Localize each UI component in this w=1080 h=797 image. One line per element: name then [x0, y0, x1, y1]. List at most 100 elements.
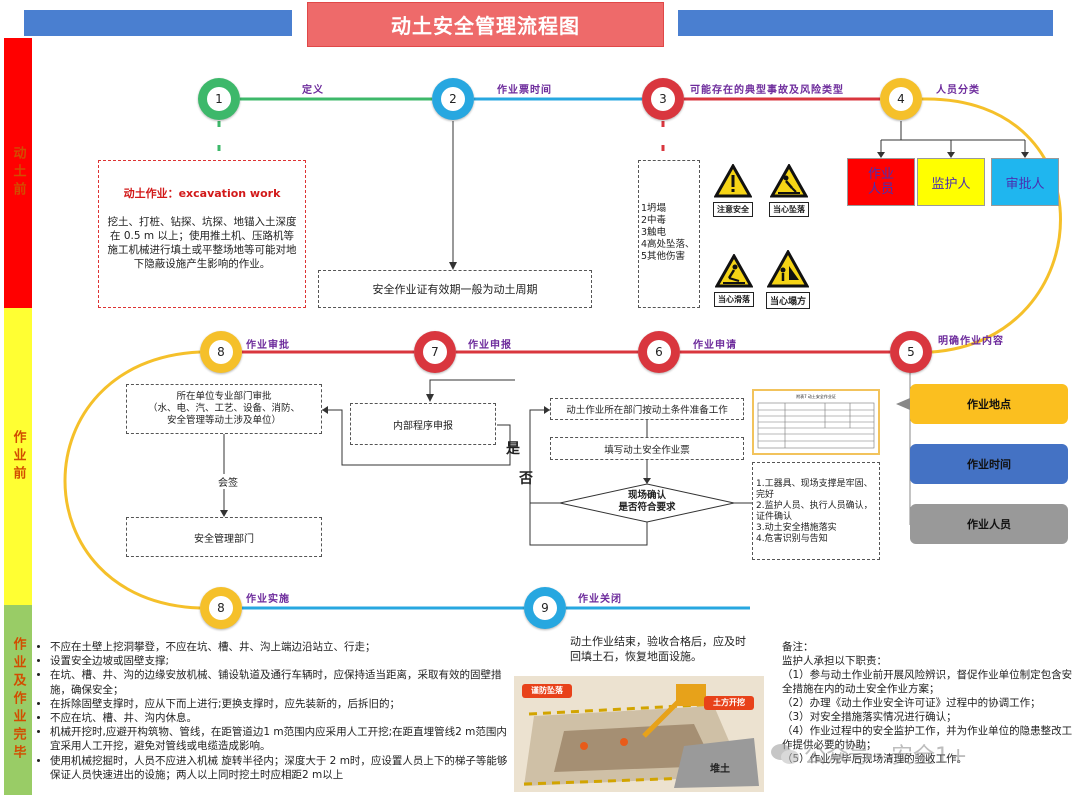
unit-review-box: 所在单位专业部门审批 （水、电、汽、工艺、设备、消防、 安全管理等动土涉及单位） [126, 384, 322, 434]
photo-sign-fall: 谨防坠落 [531, 686, 563, 695]
safety-dept-box: 安全管理部门 [126, 517, 322, 557]
rule-item-6: 机械开挖时,应避开构筑物、管线，在距管道边1 m范围内应采用人工开挖;在距直埋管… [50, 725, 508, 753]
step-node-7[interactable]: 7 [414, 331, 456, 373]
phase-before-label: 作业前 [10, 429, 26, 484]
role-approver-label: 审批人 [1005, 176, 1045, 192]
tag-work-people[interactable]: 作业人员 [910, 504, 1068, 544]
step-node-5[interactable]: 5 [890, 331, 932, 373]
collapse-icon [766, 248, 810, 288]
warning-sign-fall: 当心坠落 [766, 162, 812, 217]
label-implement: 作业实施 [246, 594, 290, 605]
step-node-1-number: 1 [207, 87, 231, 111]
warning-sign-slip: 当心滑落 [712, 252, 756, 307]
tag-work-time[interactable]: 作业时间 [910, 444, 1068, 484]
step-node-6-number: 6 [647, 340, 671, 364]
falling-person-icon [769, 162, 809, 198]
notes-block: 备注： 监护人承担以下职责： （1）参与动土作业前开展风险辨识，督促作业单位制定… [782, 640, 1074, 766]
sign-caption-1: 注意安全 [713, 202, 753, 217]
notes-intro: 监护人承担以下职责： [782, 655, 887, 667]
step-node-6[interactable]: 6 [638, 331, 680, 373]
close-text: 动土作业结束，验收合格后，应及时回填土石，恢复地面设施。 [570, 635, 746, 663]
sign-caption-3: 当心滑落 [714, 292, 754, 307]
step-node-5-number: 5 [899, 340, 923, 364]
risk-item-3: 3触电 [641, 227, 667, 238]
dept-prepare-box: 动土作业所在部门按动土条件准备工作 [550, 398, 744, 420]
header-bar-left [24, 10, 292, 36]
step-node-8a-number: 8 [209, 340, 233, 364]
exclamation-warning-icon [713, 162, 753, 198]
step-node-8b-number: 8 [209, 596, 233, 620]
phase-start: 动土前 [4, 38, 32, 308]
tag-work-people-label: 作业人员 [967, 518, 1011, 531]
role-guardian[interactable]: 监护人 [917, 158, 985, 206]
dept-prepare-text: 动土作业所在部门按动土条件准备工作 [566, 405, 728, 416]
rule-item-7: 使用机械挖掘时，人员不应进入机械 旋转半径内；深度大于 2 m时，应设置人员上下… [50, 754, 508, 782]
permit-validity-text: 安全作业证有效期一般为动土周期 [372, 283, 538, 296]
checklist-item-3: 3.动土安全措施落实 [756, 523, 837, 533]
form-grid-icon [757, 402, 875, 449]
definition-box: 动土作业：excavation work 挖土、打桩、钻探、坑探、地锚入土深度在… [98, 160, 306, 308]
decision-yes: 是 [506, 441, 520, 457]
step-node-4[interactable]: 4 [880, 78, 922, 120]
label-approve: 作业审批 [246, 340, 290, 351]
rule-item-1: 不应在土壁上挖洞攀登，不应在坑、槽、井、沟上端边沿站立、行走； [50, 640, 508, 654]
role-worker[interactable]: 作业人员 [847, 158, 915, 206]
label-personnel: 人员分类 [936, 85, 980, 96]
header-bar-right [678, 10, 1053, 36]
notes-item-4: （4）作业过程中的安全监护工作，并为作业单位的隐患整改工作提供必要的协助； [782, 725, 1073, 751]
phase-during-after: 作业及作业完毕 [4, 605, 32, 795]
role-guardian-label: 监护人 [931, 176, 971, 192]
rule-item-3: 在坑、槽、井、沟的边缘安放机械、铺设轨道及通行车辆时，应保持适当距离，采取有效的… [50, 668, 508, 696]
internal-declare-box: 内部程序申报 [350, 403, 496, 445]
warning-sign-collapse: 当心塌方 [764, 248, 812, 309]
photo-sign-excavation: 土方开挖 [713, 698, 745, 707]
unit-review-text: 所在单位专业部门审批 （水、电、汽、工艺、设备、消防、 安全管理等动土涉及单位） [147, 391, 300, 426]
label-risk-types: 可能存在的典型事故及风险类型 [690, 85, 844, 96]
excavation-site-illustration: 谨防坠落 土方开挖 堆土 [514, 676, 764, 792]
sign-caption-4: 当心塌方 [765, 292, 810, 309]
label-declare: 作业申报 [468, 340, 512, 351]
notes-item-5: （5）作业完毕后现场清理的验收工作。 [782, 753, 968, 765]
label-define: 定义 [302, 85, 324, 96]
label-clarify: 明确作业内容 [938, 336, 1004, 347]
watermark: 公众号 · 安全1+ [770, 738, 967, 770]
checklist-box: 1.工器具、现场支撑是牢固、完好 2.监护人员、执行人员确认，证件确认 3.动土… [752, 462, 880, 560]
notes-item-3: （3）对安全措施落实情况进行确认； [782, 711, 957, 723]
decision-no: 否 [519, 471, 533, 487]
step-node-8-approve[interactable]: 8 [200, 331, 242, 373]
step-node-3[interactable]: 3 [642, 78, 684, 120]
implement-rules: 不应在土壁上挖洞攀登，不应在坑、槽、井、沟上端边沿站立、行走； 设置安全边坡或固… [36, 640, 508, 782]
countersign-label: 会签 [216, 474, 240, 489]
tag-work-location[interactable]: 作业地点 [910, 384, 1068, 424]
phase-during-after-label: 作业及作业完毕 [10, 637, 26, 763]
page-title: 动土安全管理流程图 [307, 2, 664, 47]
fill-ticket-text: 填写动土安全作业票 [604, 444, 690, 456]
step-node-9-number: 9 [533, 596, 557, 620]
risk-list-box: 1坍塌 2中毒 3触电 4高处坠落、 5其他伤害 [638, 160, 700, 308]
role-approver[interactable]: 审批人 [991, 158, 1059, 206]
checklist-item-1: 1.工器具、现场支撑是牢固、完好 [756, 479, 873, 500]
notes-item-1: （1）参与动土作业前开展风险辨识，督促作业单位制定包含安全措施在内的动土安全作业… [782, 669, 1073, 695]
step-node-4-number: 4 [889, 87, 913, 111]
step-node-9[interactable]: 9 [524, 587, 566, 629]
decision-text: 现场确认 是否符合要求 [618, 490, 676, 513]
notes-title: 备注： [782, 641, 814, 653]
phase-before: 作业前 [4, 308, 32, 605]
step-node-1[interactable]: 1 [198, 78, 240, 120]
photo-soil-pile: 堆土 [710, 764, 730, 775]
excavation-scene-icon [514, 676, 764, 792]
step-node-2[interactable]: 2 [432, 78, 474, 120]
permit-validity-box: 安全作业证有效期一般为动土周期 [318, 270, 592, 308]
watermark-text: 公众号 · 安全1+ [804, 744, 968, 769]
step-node-8-implement[interactable]: 8 [200, 587, 242, 629]
permit-form-thumbnail[interactable]: 附表7 动土安全作业证 [752, 389, 880, 455]
phase-start-label: 动土前 [10, 146, 26, 200]
label-apply: 作业申请 [693, 340, 737, 351]
step-node-7-number: 7 [423, 340, 447, 364]
checklist-item-4: 4.危害识别与告知 [756, 534, 828, 544]
definition-body: 挖土、打桩、钻探、坑探、地锚入土深度在 0.5 m 以上；使用推土机、压路机等施… [107, 216, 297, 270]
rule-item-2: 设置安全边坡或固壁支撑; [50, 654, 508, 668]
fill-ticket-box: 填写动土安全作业票 [550, 437, 744, 460]
checklist-item-2: 2.监护人员、执行人员确认，证件确认 [756, 501, 873, 522]
